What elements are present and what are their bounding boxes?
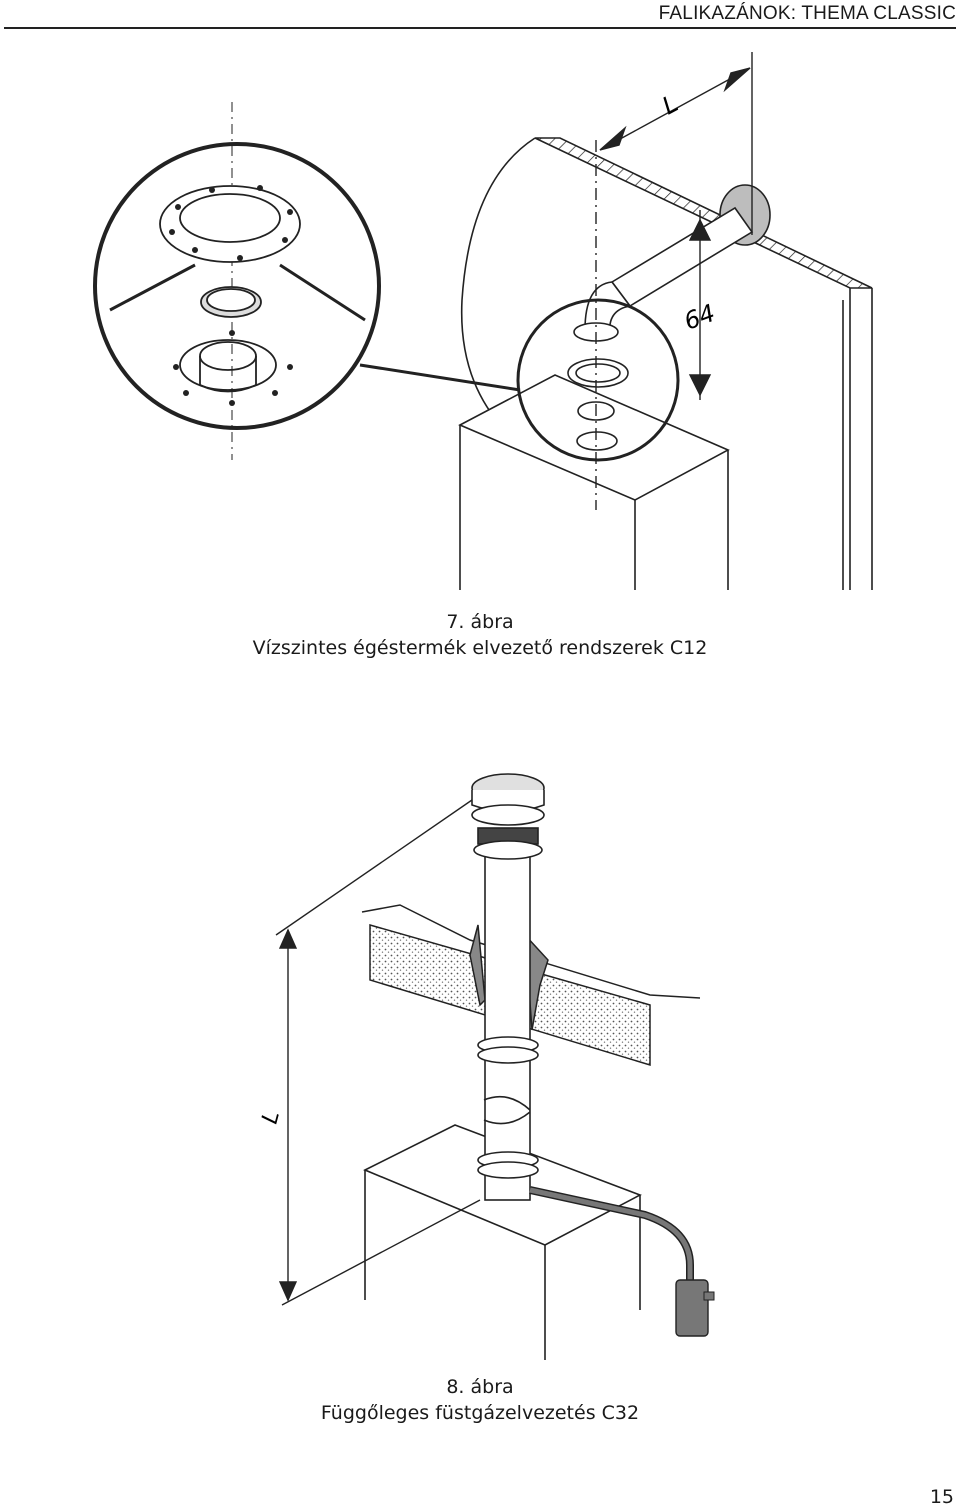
detail-circle-small xyxy=(516,298,680,462)
figure-8-caption: 8. ábra Függőleges füstgázelvezetés C32 xyxy=(0,1374,960,1426)
figure-8-drawing: L xyxy=(258,773,715,1360)
page-header: FALIKAZÁNOK: THEMA CLASSIC xyxy=(0,0,960,30)
dimension-L-fig8: L xyxy=(258,1108,285,1126)
figure-7: L 64 xyxy=(0,30,960,600)
wall xyxy=(460,137,873,590)
figure-7-number: 7. ábra xyxy=(446,611,514,633)
page-number: 15 xyxy=(929,1486,954,1508)
figure-7-title: Vízszintes égéstermék elvezető rendszere… xyxy=(252,637,708,659)
figure-7-drawing: L 64 xyxy=(93,52,873,590)
figure-7-caption: 7. ábra Vízszintes égéstermék elvezető r… xyxy=(0,609,960,661)
vertical-flue-pipe xyxy=(471,773,545,1201)
condensate-drain xyxy=(529,1186,715,1337)
header-rule xyxy=(4,27,956,29)
boiler-box xyxy=(458,374,730,590)
dimension-64-label: 64 xyxy=(680,299,718,336)
header-title: FALIKAZÁNOK: THEMA CLASSIC xyxy=(658,3,956,24)
figure-8-title: Függőleges füstgázelvezetés C32 xyxy=(320,1402,640,1424)
flue-pipe xyxy=(573,184,771,342)
figure-8: L xyxy=(0,760,960,1370)
figure-8-number: 8. ábra xyxy=(446,1376,514,1398)
